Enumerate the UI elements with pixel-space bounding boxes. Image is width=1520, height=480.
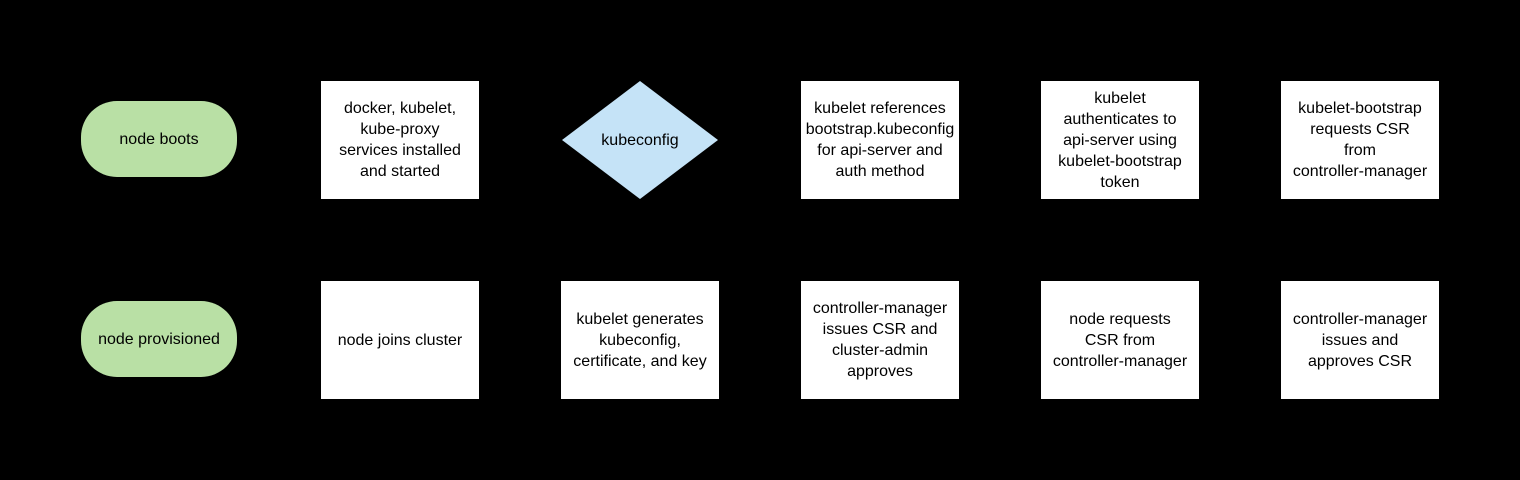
- process-kubelet-bootstrap-requests-csr: kubelet-bootstrap requests CSR from cont…: [1281, 81, 1439, 199]
- terminator-node-boots: node boots: [81, 101, 237, 177]
- node-label: node requests CSR from controller-manage…: [1052, 310, 1188, 370]
- process-services-installed-started: docker, kubelet, kube-proxy services ins…: [321, 81, 479, 199]
- node-label: node boots: [119, 130, 199, 148]
- decision-kubeconfig: kubeconfig: [562, 81, 718, 199]
- process-kubelet-references-bootstrap-kubeconfig: kubelet references bootstrap.kubeconfig …: [801, 81, 959, 199]
- node-label: controller-manager issues CSR and cluste…: [812, 300, 948, 380]
- node-label: kubeconfig: [601, 131, 679, 149]
- process-controller-manager-issues-approves-csr: controller-manager issues and approves C…: [1281, 281, 1439, 399]
- terminator-node-provisioned: node provisioned: [81, 301, 237, 377]
- process-node-requests-csr: node requests CSR from controller-manage…: [1041, 281, 1199, 399]
- node-label: node provisioned: [98, 330, 220, 348]
- node-label: kubelet-bootstrap requests CSR from cont…: [1292, 100, 1428, 180]
- process-kubelet-generates-kubeconfig: kubelet generates kubeconfig, certificat…: [561, 281, 719, 399]
- node-label: node joins cluster: [337, 331, 463, 349]
- node-label: kubelet references bootstrap.kubeconfig …: [805, 100, 955, 180]
- node-label: docker, kubelet, kube-proxy services ins…: [339, 100, 461, 180]
- node-label: kubelet authenticates to api-server usin…: [1058, 89, 1182, 191]
- node-label: kubelet generates kubeconfig, certificat…: [573, 310, 707, 370]
- process-kubelet-authenticates-to-api-server: kubelet authenticates to api-server usin…: [1041, 81, 1199, 199]
- node-label: controller-manager issues and approves C…: [1292, 310, 1428, 370]
- process-node-joins-cluster: node joins cluster: [321, 281, 479, 399]
- process-controller-manager-issues-csr-cluster-admin-approves: controller-manager issues CSR and cluste…: [801, 281, 959, 399]
